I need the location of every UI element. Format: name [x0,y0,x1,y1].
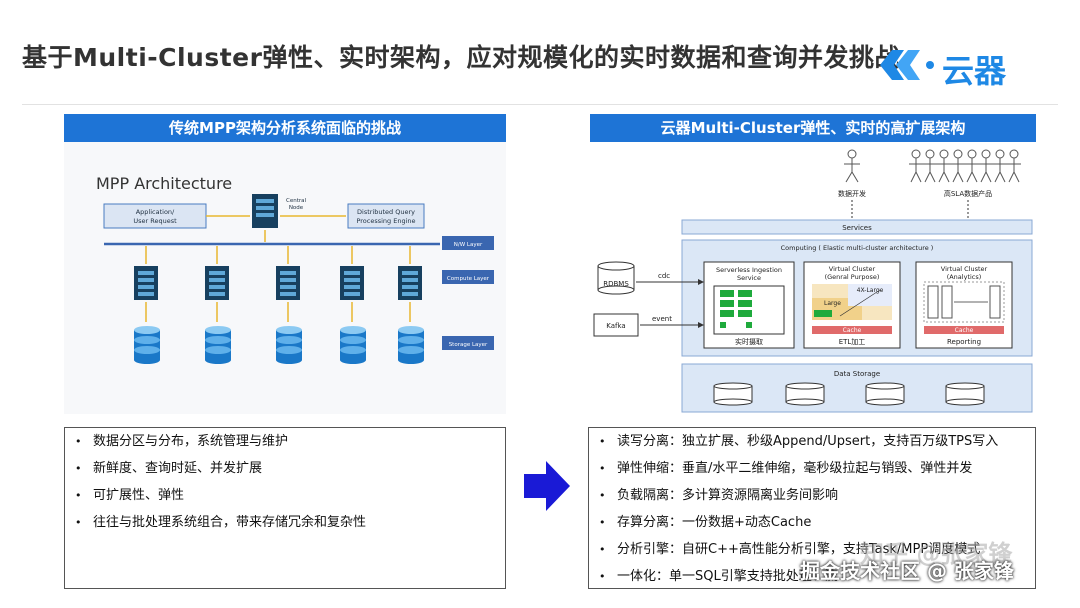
compute-layer-label: Compute Layer [447,276,490,282]
user-sla-label: 高SLA数据产品 [944,189,992,198]
right-bullet: 负载隔离：多计算资源隔离业务间影响 [589,482,1035,509]
user-dev-label: 数据开发 [838,189,866,198]
right-bullet-box: 读写分离：独立扩展、秒级Append/Upsert，支持百万级TPS写入 弹性伸… [588,427,1036,590]
storage-disks-right [713,382,985,406]
right-banner: 云器Multi-Cluster弹性、实时的高扩展架构 [590,114,1036,142]
brand-logo-icon [880,50,934,80]
left-banner: 传统MPP架构分析系统面临的挑战 [64,114,506,142]
left-bullet: 数据分区与分布，系统管理与维护 [65,428,505,455]
watermark-juejin: 掘金技术社区 @ 张家锋 [800,559,1014,583]
left-bullet: 可扩展性、弹性 [65,482,505,509]
mpp-architecture-diagram: MPP Architecture Application/User Reques… [64,142,506,414]
app-request-label: Application/User Request [133,208,177,225]
right-bullet: 存算分离：一份数据+动态Cache [589,509,1035,536]
right-bullet: 读写分离：独立扩展、秒级Append/Upsert，支持百万级TPS写入 [589,428,1035,455]
kafka-label: Kafka [606,322,625,330]
storage-disks [134,326,424,364]
vc1-title: Virtual Cluster(Genral Purpose) [825,265,880,281]
ingest-workers [720,290,752,328]
vc1-foot: ETL加工 [839,337,866,346]
mpp-heading: MPP Architecture [96,174,232,193]
brand-logo-text: 云器 [942,52,1007,90]
user-sla-icon [909,149,1021,183]
vc2-foot: Reporting [947,338,981,346]
vc2-title: Virtual Cluster(Analytics) [941,265,988,281]
title-divider [22,104,1058,105]
watermark-zhihu: 知乎 @张家锋 [860,540,1013,568]
transition-arrow-icon [524,461,570,511]
compute-nodes [134,266,422,300]
kafka-box [593,313,639,337]
multi-cluster-diagram: 数据开发 高SLA数据产品 Services Computing ( Elast… [590,142,1036,414]
vc1-cache-label: Cache [843,327,862,334]
left-bullet: 往往与批处理系统组合，带来存储冗余和复杂性 [65,509,505,536]
ingest-foot: 实时摄取 [735,337,763,346]
left-bullet-box: 数据分区与分布，系统管理与维护 新鲜度、查询时延、并发扩展 可扩展性、弹性 往往… [64,427,506,589]
user-dev-icon [844,149,860,183]
data-storage-label: Data Storage [834,370,880,378]
slide-title: 基于Multi-Cluster弹性、实时架构，应对规模化的实时数据和查询并发挑战 [22,43,900,72]
rdbms-label: RDBMS [603,280,629,288]
right-bullet: 一体化：单一SQL引擎支持批处理、流 [589,563,1035,590]
vc1-large-label: Large [824,300,841,307]
left-bullet: 新鲜度、查询时延、并发扩展 [65,455,505,482]
storage-layer-label: Storage Layer [449,342,488,348]
rdbms-icon [597,261,635,295]
cdc-label: cdc [658,272,670,280]
event-label: event [652,315,672,323]
vc1-4x-label: 4X-Large [857,287,884,294]
vc2-cache-label: Cache [955,327,974,334]
computing-label: Computing ( Elastic multi-cluster archit… [781,244,934,252]
services-label: Services [842,224,872,232]
right-bullet: 分析引擎：自研C++高性能分析引擎，支持Task/MPP调度模式 [589,536,1035,563]
right-bullet: 弹性伸缩：垂直/水平二维伸缩，毫秒级拉起与销毁、弹性并发 [589,455,1035,482]
nw-layer-label: N/W Layer [454,242,483,248]
